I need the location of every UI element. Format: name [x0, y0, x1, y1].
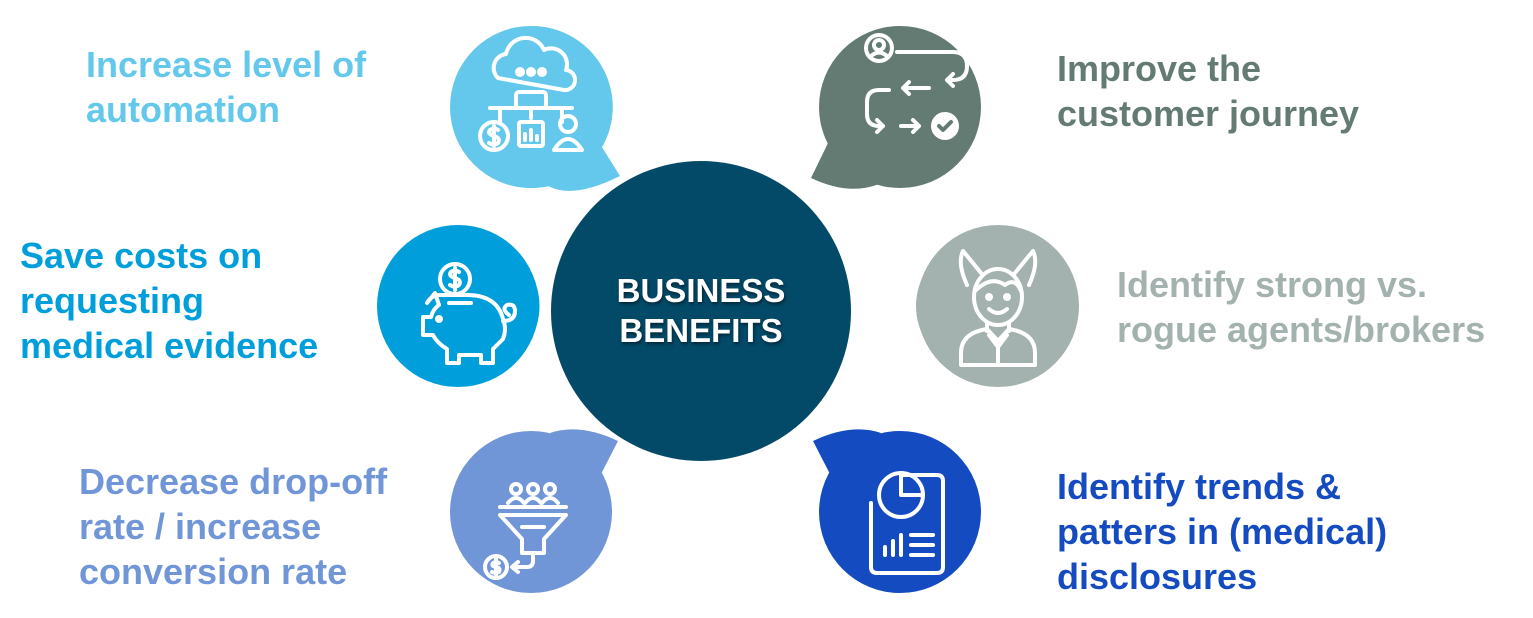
customer-flow-icon: [864, 33, 969, 140]
piggy-bank-icon: [421, 262, 517, 365]
benefit-drop-off-circle: [450, 429, 618, 593]
center-title-line2: BENEFITS: [619, 312, 783, 349]
benefit-agents-circle: [916, 225, 1079, 387]
center-title-line1: BUSINESS: [616, 272, 786, 309]
benefit-drop-off-label: Decrease drop-off rate / increase conver…: [79, 461, 388, 592]
benefit-agents-label: Identify strong vs. rogue agents/brokers: [1117, 264, 1486, 350]
benefit-customer-journey-circle: [811, 26, 981, 189]
horned-agent-icon: [958, 249, 1038, 367]
conversion-funnel-icon: [483, 482, 568, 580]
report-chart-icon: [869, 471, 945, 575]
benefit-automation-circle: [450, 25, 620, 191]
benefit-trends-circle: [813, 429, 981, 593]
benefit-automation-label: Increase level of automation: [86, 44, 367, 130]
benefit-save-costs-label: Save costs on requesting medical evidenc…: [20, 235, 319, 366]
benefit-trends-label: Identify trends & patters in (medical) d…: [1057, 466, 1388, 597]
business-benefits-center: BUSINESS BENEFITS: [551, 161, 851, 461]
benefit-customer-journey-label: Improve the customer journey: [1057, 48, 1360, 134]
cloud-robot-icon: [478, 35, 584, 152]
benefit-save-costs-circle: [377, 225, 540, 387]
